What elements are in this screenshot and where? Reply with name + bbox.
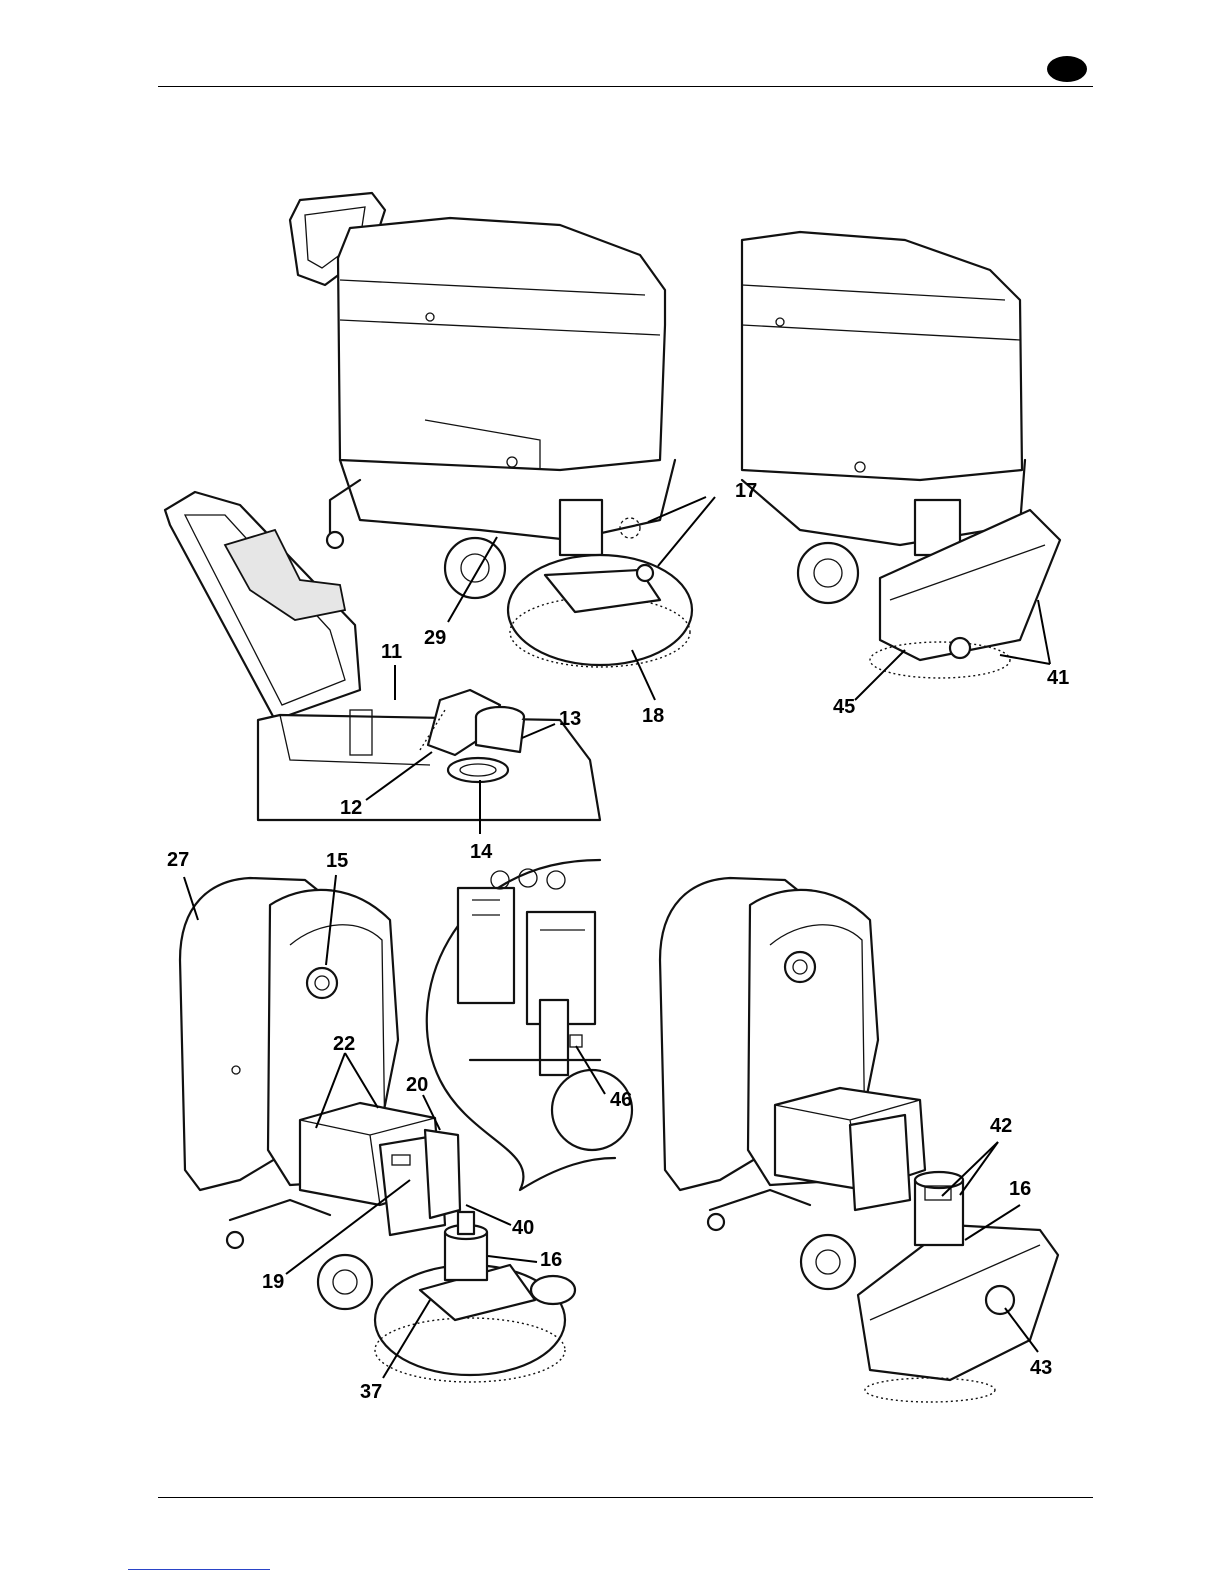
- callout-12: 12: [340, 798, 362, 818]
- machine-view-brush-deck: [290, 193, 692, 667]
- callout-19: 19: [262, 1272, 284, 1292]
- footer-link-underline: [128, 1568, 270, 1570]
- open-machine-cylindrical-deck: [660, 878, 1058, 1402]
- machine-view-cylindrical-deck: [742, 232, 1060, 678]
- callout-16-cylindrical-deck: 16: [1009, 1179, 1031, 1199]
- callout-42: 42: [990, 1116, 1012, 1136]
- callout-46: 46: [610, 1090, 632, 1110]
- callout-20: 20: [406, 1075, 428, 1095]
- callout-40: 40: [512, 1218, 534, 1238]
- callout-29: 29: [424, 628, 446, 648]
- callout-45: 45: [833, 697, 855, 717]
- callout-43: 43: [1030, 1358, 1052, 1378]
- callout-18: 18: [642, 706, 664, 726]
- callout-11: 11: [381, 642, 402, 662]
- callout-15: 15: [326, 851, 348, 871]
- callout-27: 27: [167, 850, 189, 870]
- callout-14: 14: [470, 842, 492, 862]
- footer-rule: [158, 1497, 1093, 1498]
- callout-41: 41: [1047, 668, 1069, 688]
- callout-16-brush-deck: 16: [540, 1250, 562, 1270]
- callout-37: 37: [360, 1382, 382, 1402]
- callout-22: 22: [333, 1034, 355, 1054]
- open-machine-brush-deck: [180, 878, 575, 1382]
- callout-17: 17: [735, 481, 757, 501]
- callout-13: 13: [559, 709, 581, 729]
